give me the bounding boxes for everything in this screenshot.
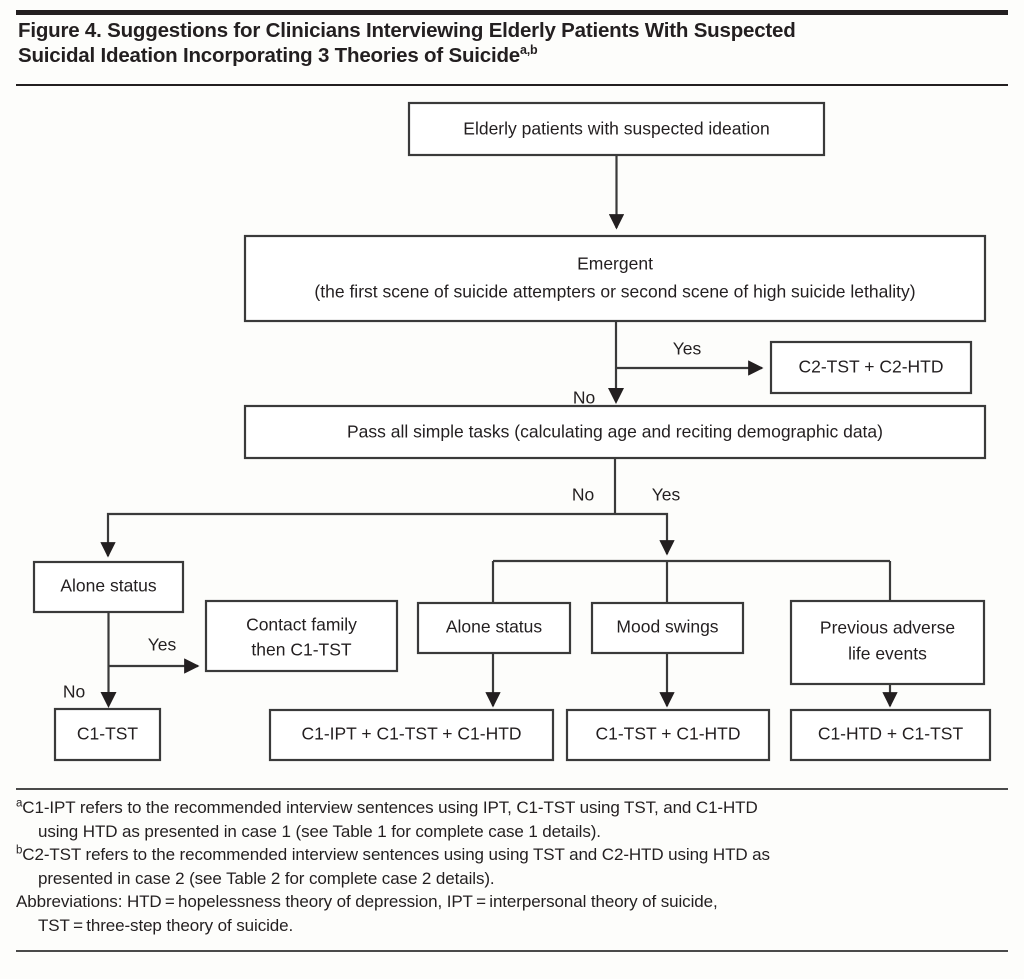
node-right-alone-status: Alone status (416, 601, 572, 655)
footnote-b-line1: C2-TST refers to the recommended intervi… (22, 845, 770, 864)
edge-label-alone-yes: Yes (148, 635, 177, 655)
figure-title: Figure 4. Suggestions for Clinicians Int… (18, 18, 1008, 68)
node-outcome-previous-box (789, 708, 992, 762)
node-emergent-box (243, 234, 987, 323)
node-previous-adverse-label-2: life events (848, 644, 927, 664)
node-contact-family-label-1: Contact family (246, 615, 357, 635)
node-start: Elderly patients with suspected ideation (407, 101, 826, 157)
node-right-alone-status-label: Alone status (446, 617, 543, 637)
abbreviations-line2: TST = three-step theory of suicide. (38, 915, 294, 935)
node-previous-adverse: Previous adverse life events (789, 599, 986, 686)
abbreviations-line1: Abbreviations: HTD = hopelessness theory… (16, 892, 718, 911)
node-emergent: Emergent (the first scene of suicide att… (243, 234, 987, 323)
node-left-c1tst-label: C1-TST (77, 724, 139, 744)
node-contact-family-box (204, 599, 399, 673)
header-rule-thick (16, 10, 1008, 15)
node-left-alone-status-box (32, 560, 185, 614)
figure-title-line1: Figure 4. Suggestions for Clinicians Int… (18, 19, 796, 42)
node-outcome-previous-label: C1-HTD + C1-TST (818, 724, 964, 744)
footnote-a-line1: C1-IPT refers to the recommended intervi… (22, 798, 758, 817)
node-mood-swings-label: Mood swings (616, 617, 718, 637)
node-start-label: Elderly patients with suspected ideation (463, 119, 769, 139)
node-emergent-label-2: (the first scene of suicide attempters o… (314, 282, 915, 302)
node-mood-swings-box (590, 601, 745, 655)
footnote-b-marker: b (16, 844, 23, 857)
footnote-b-cont: presented in case 2 (see Table 2 for com… (38, 868, 495, 888)
footnote-a-cont: using HTD as presented in case 1 (see Ta… (38, 821, 601, 841)
header-rule-thin (16, 84, 1008, 86)
node-outcome-alone-box (268, 708, 555, 762)
node-outcome-alone-label: C1-IPT + C1-TST + C1-HTD (301, 724, 521, 744)
footnote-a-marker: a (16, 797, 23, 810)
node-contact-family-label-2: then C1-TST (251, 640, 351, 660)
edge-label-emergent-yes: Yes (673, 339, 702, 359)
node-pass-tasks-label: Pass all simple tasks (calculating age a… (347, 422, 883, 442)
footnotes-section: aC1-IPT refers to the recommended interv… (16, 796, 1008, 937)
node-c2-outcome: C2-TST + C2-HTD (769, 340, 973, 395)
edge-label-pass-no: No (572, 485, 594, 505)
node-pass-tasks: Pass all simple tasks (calculating age a… (243, 404, 987, 460)
footnote-b: bC2-TST refers to the recommended interv… (16, 843, 1008, 867)
figure-title-line2: Suicidal Ideation Incorporating 3 Theori… (18, 44, 520, 67)
node-start-box (407, 101, 826, 157)
node-left-alone-status: Alone status (32, 560, 185, 614)
node-previous-adverse-box (789, 599, 986, 686)
footnote-rule-bottom (16, 950, 1008, 952)
node-c2-outcome-box (769, 340, 973, 395)
arrowhead-emergent-no (608, 388, 624, 404)
node-pass-tasks-box (243, 404, 987, 460)
node-outcome-mood-box (565, 708, 771, 762)
node-right-alone-status-box (416, 601, 572, 655)
edge-pass-yes-branch (615, 512, 675, 556)
figure-title-superscript: a,b (519, 43, 538, 58)
edge-pass-no-branch (100, 512, 615, 558)
node-outcome-mood: C1-TST + C1-HTD (565, 708, 771, 762)
node-left-alone-status-label: Alone status (60, 576, 157, 596)
node-left-c1tst: C1-TST (53, 707, 162, 762)
edge-label-alone-no: No (63, 682, 85, 702)
node-left-c1tst-box (53, 707, 162, 762)
node-outcome-mood-label: C1-TST + C1-HTD (595, 724, 740, 744)
node-contact-family: Contact family then C1-TST (204, 599, 399, 673)
node-outcome-alone: C1-IPT + C1-TST + C1-HTD (268, 708, 555, 762)
node-mood-swings: Mood swings (590, 601, 745, 655)
node-c2-outcome-label: C2-TST + C2-HTD (798, 357, 943, 377)
flowchart-diagram: Elderly patients with suspected ideation… (32, 101, 992, 762)
footnote-rule-top (16, 788, 1008, 790)
node-outcome-previous: C1-HTD + C1-TST (789, 708, 992, 762)
edge-label-emergent-no: No (573, 388, 595, 408)
arrowhead-alone-no (100, 692, 117, 708)
edge-label-pass-yes: Yes (652, 485, 681, 505)
footnote-a: aC1-IPT refers to the recommended interv… (16, 796, 1008, 820)
node-previous-adverse-label-1: Previous adverse (820, 618, 955, 638)
node-emergent-label-1: Emergent (577, 254, 653, 274)
